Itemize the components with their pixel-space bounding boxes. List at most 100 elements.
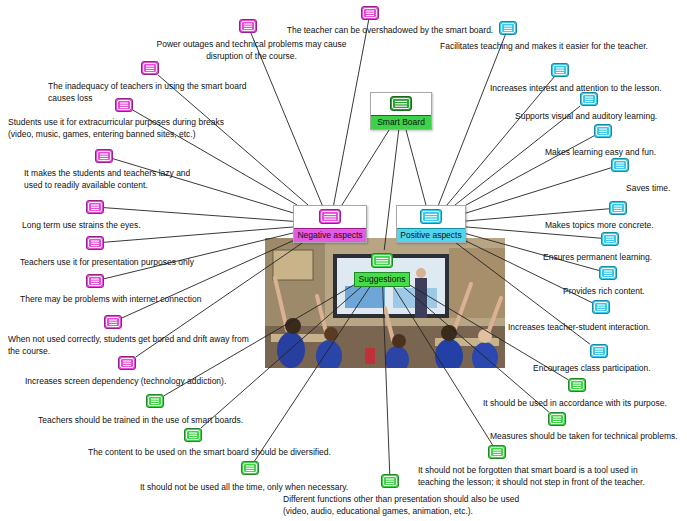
idea-text: Increases screen dependency (technology … <box>25 375 260 387</box>
icon-line <box>246 465 254 466</box>
idea-text: Different functions other than presentat… <box>283 493 523 517</box>
icon-line <box>244 26 252 27</box>
icon-line <box>573 382 581 383</box>
icon-frame <box>89 203 102 212</box>
idea-text: The teacher can be overshadowed by the s… <box>285 24 495 36</box>
idea-text: Measures should be taken for technical p… <box>490 430 686 442</box>
connector-line <box>201 287 361 428</box>
icon-body <box>240 20 257 33</box>
idea-item: The inadequacy of teachers in using the … <box>48 61 262 104</box>
icon-line <box>595 348 603 349</box>
photo-raised-arm <box>385 308 393 340</box>
list-icon <box>361 6 379 20</box>
icon-body <box>612 159 629 172</box>
idea-text: Supports visual and auditory learning. <box>515 110 685 122</box>
icon-line <box>616 167 624 168</box>
list-icon <box>86 200 104 214</box>
icon-frame <box>121 359 134 368</box>
idea-item: Saves time. <box>611 158 686 194</box>
icon-line <box>573 385 581 386</box>
icon-line <box>599 133 607 134</box>
icon-body <box>320 210 341 224</box>
icon-frame <box>89 277 102 286</box>
icon-line <box>324 216 336 217</box>
idea-item: Long term use strains the eyes. <box>22 200 192 231</box>
icon-body <box>600 267 617 280</box>
icon-frame <box>593 347 606 356</box>
photo-student <box>316 340 342 368</box>
connector-line <box>466 136 594 205</box>
icon-line <box>91 283 99 284</box>
idea-item: Increases screen dependency (technology … <box>25 356 260 387</box>
idea-item: It should be used in accordance with its… <box>483 378 683 409</box>
idea-text: It should not be forgotten that smart bo… <box>418 464 670 488</box>
icon-frame <box>583 95 596 104</box>
icon-body <box>595 125 612 138</box>
icon-line <box>425 214 437 215</box>
idea-item: When not used correctly, students get bo… <box>8 315 256 357</box>
icon-line <box>376 260 388 261</box>
icon-line <box>123 363 131 364</box>
list-icon <box>568 378 586 392</box>
icon-frame <box>612 204 625 213</box>
icon-line <box>244 28 252 29</box>
idea-item: Encourages class participation. <box>533 344 687 374</box>
idea-text: Makes learning easy and fun. <box>545 146 685 158</box>
icon-line <box>109 324 117 325</box>
idea-text: Long term use strains the eyes. <box>22 219 192 231</box>
list-icon <box>118 356 136 370</box>
idea-item: Increases interest and attention to the … <box>490 63 686 94</box>
icon-frame <box>604 235 617 244</box>
icon-body <box>581 93 598 106</box>
icon-frame <box>364 9 377 18</box>
icon-holder <box>354 250 410 272</box>
icon-line <box>91 281 99 282</box>
icon-line <box>91 204 99 205</box>
topic-label-bar: Suggestions <box>354 272 410 287</box>
topic-box: Smart Board <box>370 92 432 130</box>
icon-body <box>105 316 122 329</box>
idea-text: It should be used in accordance with its… <box>483 397 683 409</box>
list-icon <box>104 315 122 329</box>
connector-line <box>404 287 549 412</box>
connector-line <box>466 209 609 221</box>
icon-body <box>421 210 442 224</box>
topic-box: Negative aspects <box>293 205 367 243</box>
list-icon <box>371 253 393 268</box>
idea-item: Ensures permanent learning. <box>543 232 683 263</box>
icon-line <box>189 435 197 436</box>
idea-item: Makes learning easy and fun. <box>545 124 685 158</box>
icon-line <box>604 275 612 276</box>
icon-line <box>585 99 593 100</box>
icon-line <box>366 15 374 16</box>
icon-line <box>599 128 607 129</box>
icon-line <box>573 387 581 388</box>
icon-line <box>504 25 512 26</box>
list-icon <box>590 344 608 358</box>
list-icon <box>592 300 610 314</box>
idea-text: There may be problems with internet conn… <box>20 293 235 305</box>
icon-frame <box>614 161 627 170</box>
icon-line <box>604 273 612 274</box>
icon-line <box>123 360 131 361</box>
icon-body <box>87 275 104 288</box>
icon-line <box>120 107 128 108</box>
topic-label-bar: Negative aspects <box>294 228 366 242</box>
icon-frame <box>118 101 131 110</box>
icon-line <box>614 208 622 209</box>
icon-line <box>556 67 564 68</box>
topic-label: Suggestions <box>359 274 406 284</box>
idea-text: Teachers should be trained in the use of… <box>38 414 298 426</box>
photo-board-frame <box>333 254 449 318</box>
icon-line <box>324 214 336 215</box>
connector-line <box>104 233 293 279</box>
connector-line <box>406 130 426 205</box>
idea-text: It makes the students and teachers lazy … <box>24 167 204 191</box>
icon-line <box>599 131 607 132</box>
idea-text: The inadequacy of teachers in using the … <box>48 80 262 104</box>
icon-line <box>91 209 99 210</box>
idea-item: Measures should be taken for technical p… <box>490 412 686 442</box>
icon-line <box>151 401 159 402</box>
icon-line <box>585 96 593 97</box>
icon-line <box>109 322 117 323</box>
